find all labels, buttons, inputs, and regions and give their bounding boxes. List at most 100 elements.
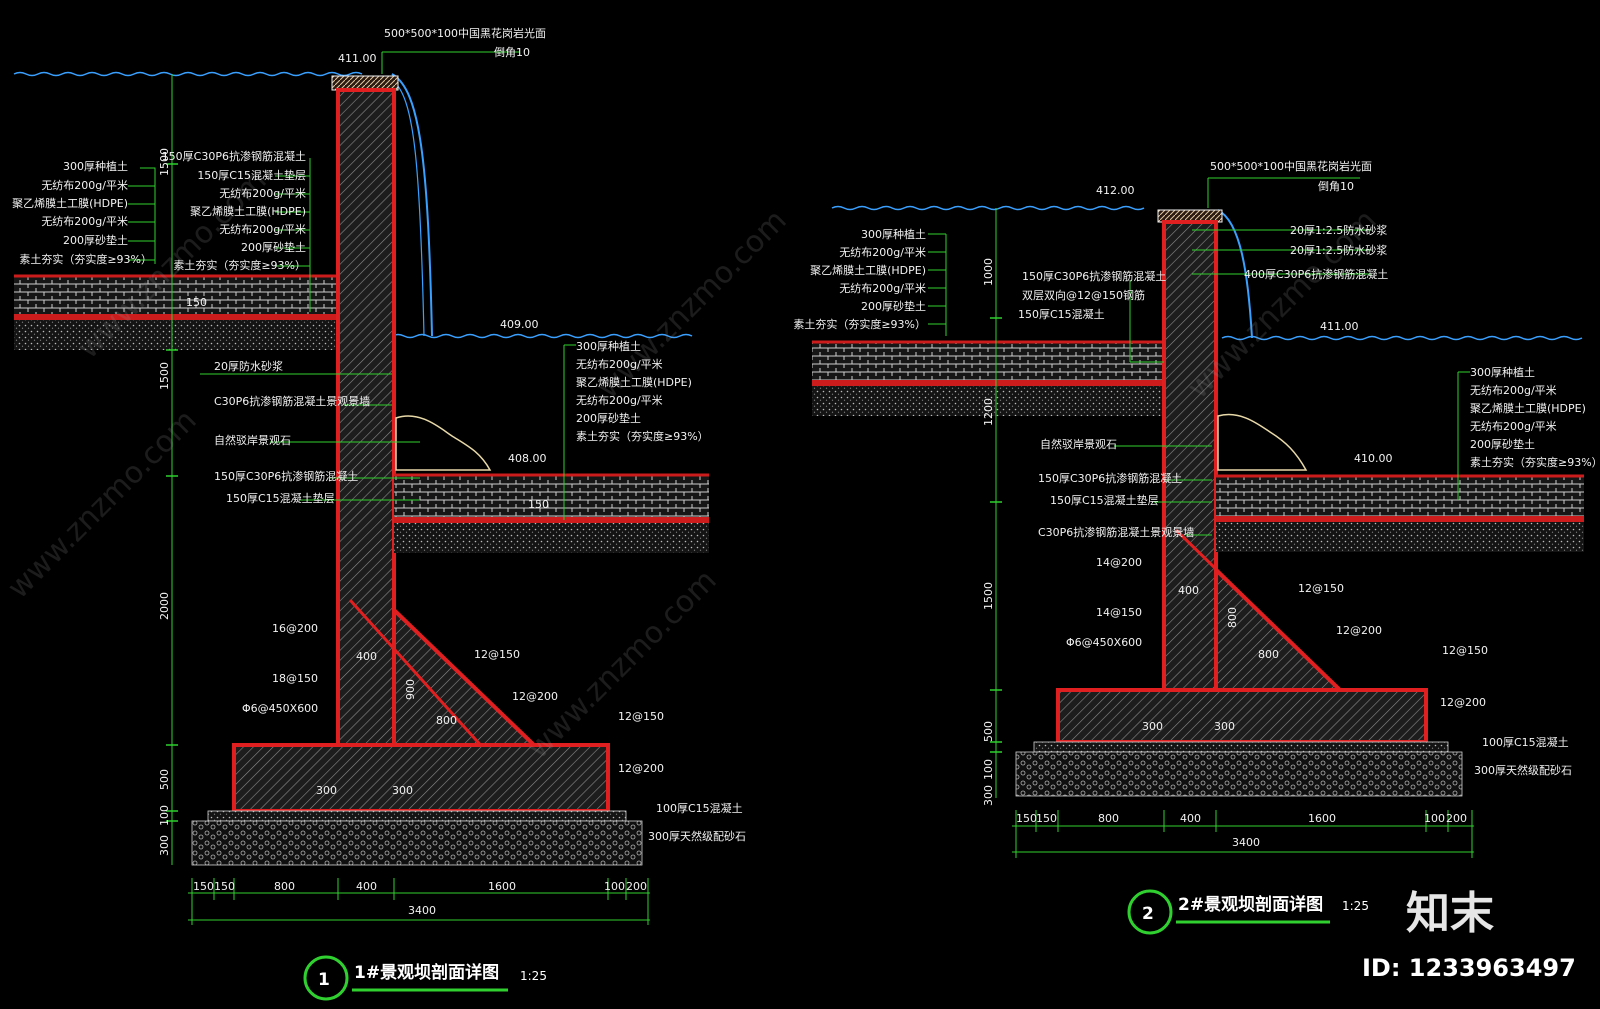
s1-inner-layer: 无纺布200g/平米 [219, 186, 306, 200]
s2-dim-bottom: 1600 [1308, 812, 1336, 825]
s1-dim-vertical: 100 [158, 805, 171, 826]
s1-inner-layer: 聚乙烯膜土工膜(HDPE) [190, 205, 306, 218]
s1-right-layer: 无纺布200g/平米 [576, 393, 663, 407]
s1-rebar-label: 12@200 [512, 690, 558, 703]
s2-dim-bottom: 150 [1036, 812, 1057, 825]
s2-title: 2#景观坝剖面详图 [1178, 894, 1323, 915]
s2-rebar-label: 12@150 [1298, 582, 1344, 595]
s1-dim-small: 800 [436, 714, 457, 727]
s1-dim-vertical: 500 [158, 769, 171, 790]
s2-dim-small: 300 [1142, 720, 1163, 733]
base-gravel-2 [1015, 751, 1463, 797]
s1-wall-label: 自然驳岸景观石 [214, 433, 291, 447]
s2-rebar-label: 12@150 [1442, 644, 1488, 657]
s1-rebar-label: 12@150 [474, 648, 520, 661]
left-subbase-2 [812, 386, 1162, 416]
s2-top-right-label: 20厚1:2.5防水砂浆 [1290, 223, 1387, 237]
s1-base-label: 100厚C15混凝土 [656, 801, 743, 815]
s2-base-label: 300厚天然级配砂石 [1474, 763, 1572, 777]
s1-right-layer: 300厚种植土 [576, 339, 641, 353]
s1-rebar-label: 12@200 [618, 762, 664, 775]
s2-dim-vertical: 1200 [982, 398, 995, 426]
footing-1 [232, 743, 610, 813]
s1-base-label: 300厚天然级配砂石 [648, 829, 746, 843]
s2-left-layer: 素土夯实（夯实度≥93%） [793, 317, 926, 331]
base-gravel-1 [191, 820, 643, 866]
s2-scale: 1:25 [1342, 899, 1369, 913]
s2-dim-small: 800 [1226, 607, 1239, 628]
s1-elev-water: 409.00 [500, 318, 539, 331]
s2-dim-bottom: 150 [1016, 812, 1037, 825]
s1-inner-layer: 素土夯实（夯实度≥93%） [173, 258, 306, 272]
s1-dim-small: 150 [186, 296, 207, 309]
section-2-labels: 500*500*100中国黑花岗岩光面 倒角10 412.00 411.00 4… [793, 159, 1600, 935]
base-c15-1 [207, 810, 627, 822]
s1-left-layer: 无纺布200g/平米 [41, 214, 128, 228]
right-subbase-1 [394, 523, 709, 553]
s2-inner-layer: 双层双向@12@150钢筋 [1022, 288, 1145, 302]
s2-rebar-label: Φ6@450X600 [1066, 636, 1142, 649]
s2-top-material: 500*500*100中国黑花岗岩光面 [1210, 159, 1372, 173]
s2-right-layer: 无纺布200g/平米 [1470, 383, 1557, 397]
s2-dim-bottom: 800 [1098, 812, 1119, 825]
s2-dim-vertical: 1500 [982, 582, 995, 610]
s1-dim-bottom: 150 [193, 880, 214, 893]
s2-rebar-label: 14@150 [1096, 606, 1142, 619]
s1-inner-layer: 200厚砂垫土 [241, 240, 306, 254]
s1-inner-layer: 150厚C15混凝土垫层 [197, 168, 306, 182]
s2-title-circle [1127, 889, 1173, 935]
s2-rebar-label: 14@200 [1096, 556, 1142, 569]
s2-dim-bottom: 400 [1180, 812, 1201, 825]
s1-dim-small: 300 [392, 784, 413, 797]
brand-watermark: 知末 ID: 1233963497 [1362, 888, 1576, 982]
brand-id: ID: 1233963497 [1362, 954, 1576, 982]
s1-dim-total: 3400 [408, 904, 436, 917]
left-paving-2 [812, 342, 1162, 380]
s1-right-layer: 聚乙烯膜土工膜(HDPE) [576, 376, 692, 389]
s2-base-label: 100厚C15混凝土 [1482, 735, 1569, 749]
landscape-stone-2 [1217, 413, 1308, 471]
s1-top-material: 500*500*100中国黑花岗岩光面 [384, 26, 546, 40]
s2-inner-layer: 150厚C30P6抗渗钢筋混凝土 [1022, 269, 1166, 283]
s2-left-layer: 无纺布200g/平米 [839, 245, 926, 259]
ghost-watermark-4: www.znzmo.com [1, 403, 204, 606]
s2-right-layer: 聚乙烯膜土工膜(HDPE) [1470, 402, 1586, 415]
s2-elev-bottom: 410.00 [1354, 452, 1393, 465]
s1-dim-small: 300 [316, 784, 337, 797]
s1-dim-vertical: 300 [158, 835, 171, 856]
s2-wall-label: C30P6抗渗钢筋混凝土景观景墙 [1038, 525, 1194, 539]
s1-title-number: 1 [318, 970, 330, 990]
wall-1 [336, 88, 396, 812]
s2-elev-top: 412.00 [1096, 184, 1135, 197]
s1-rebar-label: 18@150 [272, 672, 318, 685]
water-line-right-1 [391, 333, 693, 339]
water-line-top-1 [13, 71, 363, 77]
s1-dim-bottom: 400 [356, 880, 377, 893]
waterfall-1 [391, 73, 433, 337]
s1-dim-bottom: 800 [274, 880, 295, 893]
s1-left-layer: 300厚种植土 [63, 159, 128, 173]
s1-dim-bottom: 200 [626, 880, 647, 893]
right-paving-1 [394, 475, 709, 517]
s1-wall-label: 150厚C30P6抗渗钢筋混凝土 [214, 469, 358, 483]
s1-inner-layer: 150厚C30P6抗渗钢筋混凝土 [162, 149, 306, 163]
s1-elev-bottom: 408.00 [508, 452, 547, 465]
s2-left-layer: 300厚种植土 [861, 227, 926, 241]
s2-wall-label: 150厚C30P6抗渗钢筋混凝土 [1038, 471, 1182, 485]
s1-right-layer: 无纺布200g/平米 [576, 357, 663, 371]
s2-dim-vertical: 1000 [982, 258, 995, 286]
left-subbase-1 [14, 320, 342, 350]
s1-left-layer: 聚乙烯膜土工膜(HDPE) [12, 197, 128, 210]
s1-rebar-label: 16@200 [272, 622, 318, 635]
s1-dim-bottom: 1600 [488, 880, 516, 893]
s2-right-layer: 素土夯实（夯实度≥93%） [1470, 455, 1600, 469]
s1-inner-layer: 无纺布200g/平米 [219, 222, 306, 236]
section-2 [812, 177, 1584, 858]
section-1-labels: 500*500*100中国黑花岗岩光面 倒角10 411.00 409.00 4… [12, 26, 746, 1001]
s1-top-chamfer: 倒角10 [494, 46, 530, 59]
s1-dim-vertical: 1500 [158, 148, 171, 176]
s1-left-layer: 素土夯实（夯实度≥93%） [19, 252, 152, 266]
s2-dim-bottom: 100 [1424, 812, 1445, 825]
